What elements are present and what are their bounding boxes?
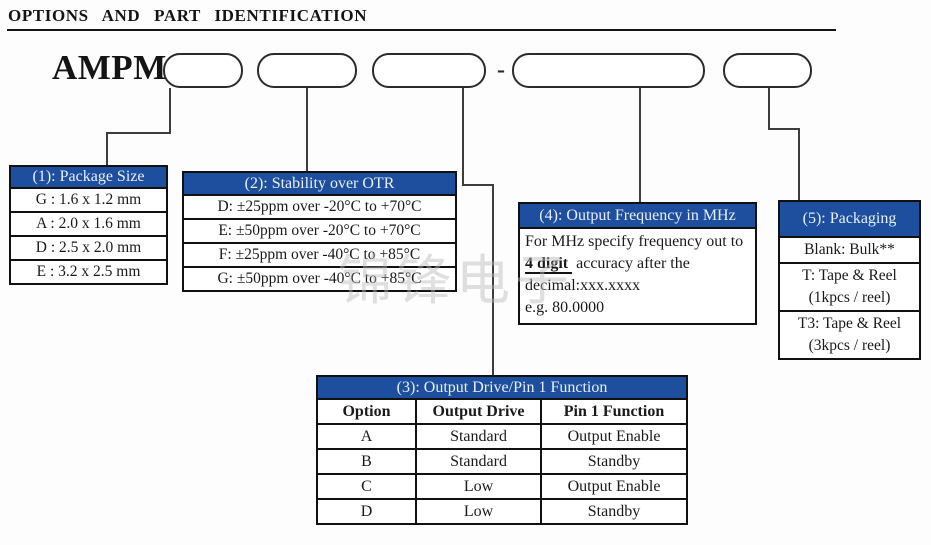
table-cell: Low: [417, 498, 542, 523]
stability-table: (2): Stability over OTR D: ±25ppm over -…: [182, 171, 457, 292]
package-size-table: (1): Package Size G : 1.6 x 1.2 mm A : 2…: [9, 165, 168, 285]
frequency-text-emphasis: 4 digit: [525, 255, 573, 274]
frequency-text-before: For MHz specify frequency out to: [525, 233, 744, 250]
connector-package-size-v1: [169, 88, 171, 134]
connector-output-drive-v2: [492, 184, 494, 376]
table-cell: B: [318, 448, 417, 473]
frequency-text-after: accuracy after the decimal:xxx.xxxx: [525, 255, 690, 294]
part-field-frequency-box: [512, 53, 705, 88]
table-cell: C: [318, 473, 417, 498]
output-drive-table: (3): Output Drive/Pin 1 Function Option …: [316, 375, 688, 525]
table-row: G : 1.6 x 1.2 mm: [35, 191, 142, 208]
connector-packaging-v2: [798, 128, 800, 201]
table-row: Blank: Bulk**: [804, 241, 895, 258]
stability-header: (2): Stability over OTR: [184, 173, 455, 196]
part-field-output-drive-box: [372, 53, 486, 88]
table-row: D: ±25ppm over -20°C to +70°C: [217, 198, 422, 215]
packaging-header: (5): Packaging: [780, 202, 919, 238]
frequency-example: e.g. 80.0000: [525, 299, 605, 316]
table-cell: Low: [417, 473, 542, 498]
table-row: E : 3.2 x 2.5 mm: [11, 259, 166, 283]
part-number-dash: -: [497, 57, 505, 83]
connector-stability-v: [306, 88, 308, 172]
column-header: Output Drive: [417, 400, 542, 423]
table-cell: Output Enable: [542, 423, 686, 448]
connector-output-drive-v1: [462, 88, 464, 186]
table-row: E: ±50ppm over -20°C to +70°C: [184, 218, 455, 242]
table-cell: Standby: [542, 498, 686, 523]
table-cell: Output Enable: [542, 473, 686, 498]
column-header: Pin 1 Function: [563, 403, 665, 420]
part-field-stability-box: [257, 53, 357, 88]
connector-output-drive-h: [462, 184, 494, 186]
connector-package-size-v2: [106, 132, 108, 166]
table-row: G: ±50ppm over -40°C to +85°C: [184, 266, 455, 290]
table-cell: Standard: [417, 448, 542, 473]
title-underline: [7, 29, 836, 31]
table-row: A : 2.0 x 1.6 mm: [11, 211, 166, 235]
table-cell: Standard: [417, 423, 542, 448]
frequency-header: (4): Output Frequency in MHz: [520, 204, 755, 229]
table-row: D : 2.5 x 2.0 mm: [11, 235, 166, 259]
connector-package-size-h: [106, 132, 171, 134]
table-cell: Standby: [542, 448, 686, 473]
connector-packaging-v1: [768, 88, 770, 130]
packaging-table: (5): Packaging Blank: Bulk** T: Tape & R…: [778, 200, 921, 360]
output-drive-grid: Option Output Drive Pin 1 Function A Sta…: [318, 400, 686, 523]
connector-frequency-v: [639, 88, 641, 203]
page-title: OPTIONS AND PART IDENTIFICATION: [8, 6, 368, 25]
part-number-prefix: AMPM: [52, 48, 167, 87]
output-drive-header: (3): Output Drive/Pin 1 Function: [318, 377, 686, 400]
frequency-description: For MHz specify frequency out to 4 digit…: [520, 229, 755, 323]
frequency-table: (4): Output Frequency in MHz For MHz spe…: [518, 202, 757, 325]
connector-packaging-h: [768, 128, 800, 130]
table-row: T: Tape & Reel (1kpcs / reel): [780, 262, 919, 310]
column-header: Option: [318, 400, 417, 423]
part-field-packaging-box: [723, 53, 812, 88]
table-cell: D: [318, 498, 417, 523]
package-size-header: (1): Package Size: [11, 167, 166, 189]
table-cell: A: [318, 423, 417, 448]
table-row: T3: Tape & Reel (3kpcs / reel): [780, 310, 919, 358]
table-row: F: ±25ppm over -40°C to +85°C: [184, 242, 455, 266]
part-field-package-size-box: [163, 53, 243, 88]
